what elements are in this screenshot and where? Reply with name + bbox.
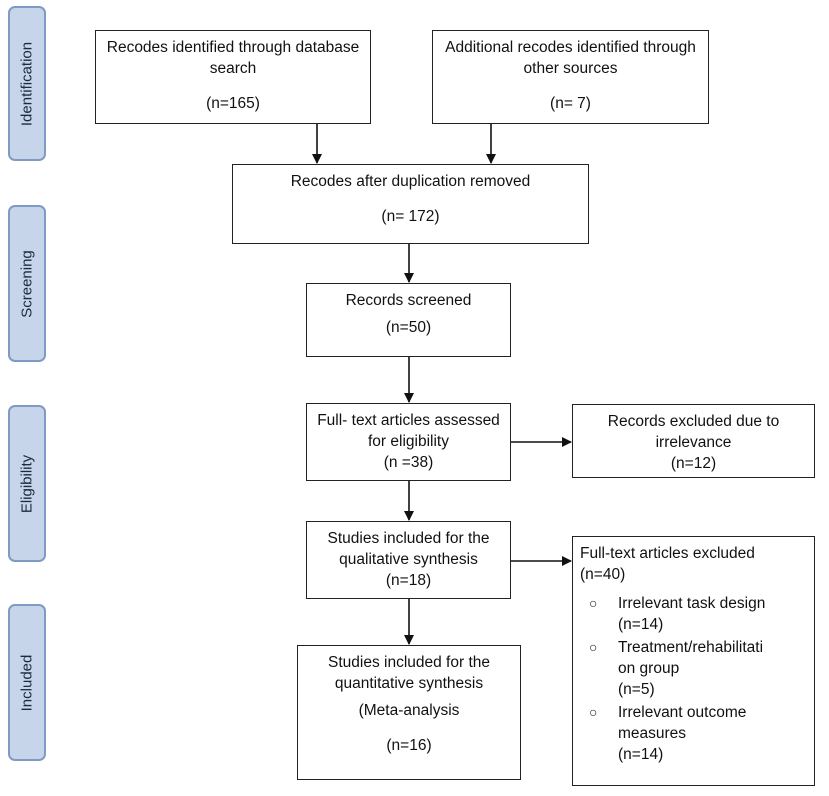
exclusion-reason-count: (n=14) bbox=[618, 616, 664, 633]
exclusion-reason: ○ Irrelevant task design (n=14) bbox=[589, 593, 766, 635]
box-fulltext-assessed-count: (n =38) bbox=[383, 454, 434, 471]
box-excluded-irrelevance: Records excluded due to irrelevance (n=1… bbox=[572, 404, 815, 478]
exclusion-reason: ○ Irrelevant outcome measures (n=14) bbox=[589, 702, 765, 765]
circle-bullet-icon: ○ bbox=[589, 639, 598, 655]
exclusion-reason-label-continued: measures bbox=[618, 725, 687, 742]
box-excluded-irrelevance-line1: Records excluded due to bbox=[607, 413, 780, 430]
box-after-duplicates: Recodes after duplication removed (n= 17… bbox=[232, 164, 589, 244]
exclusion-reason-count: (n=5) bbox=[618, 681, 655, 698]
box-quantitative-synthesis-line1: Studies included for the bbox=[328, 654, 490, 671]
box-other-sources-count: (n= 7) bbox=[550, 95, 591, 112]
box-fulltext-excluded-title: Full-text articles excluded bbox=[580, 545, 755, 562]
box-after-duplicates-count: (n= 172) bbox=[381, 208, 440, 225]
box-quantitative-synthesis-count: (n=16) bbox=[386, 737, 432, 754]
box-quantitative-synthesis: Studies included for the quantitative sy… bbox=[297, 645, 521, 780]
box-excluded-irrelevance-count: (n=12) bbox=[670, 455, 717, 472]
box-qualitative-synthesis-line1: Studies included for the bbox=[327, 530, 490, 547]
circle-bullet-icon: ○ bbox=[589, 595, 598, 611]
exclusion-reasons-list: ○ Irrelevant task design (n=14) ○ Treatm… bbox=[580, 593, 765, 765]
exclusion-reason-label: Treatment/rehabilitati bbox=[618, 639, 764, 656]
exclusion-reason-count: (n=14) bbox=[618, 746, 664, 763]
phase-included-label: Included bbox=[18, 654, 36, 711]
phase-eligibility-label: Eligibility bbox=[18, 454, 36, 513]
box-database-search-line1: Recodes identified through database bbox=[106, 39, 360, 56]
exclusion-reason-label-continued: on group bbox=[618, 660, 680, 677]
phase-identification: Identification bbox=[8, 6, 46, 161]
box-fulltext-assessed-line2: for eligibility bbox=[368, 433, 449, 450]
box-records-screened: Records screened (n=50) bbox=[306, 283, 511, 357]
box-records-screened-line1: Records screened bbox=[345, 292, 472, 309]
box-quantitative-synthesis-line3: (Meta-analysis bbox=[358, 702, 460, 719]
phase-screening-label: Screening bbox=[18, 249, 36, 318]
box-fulltext-excluded: Full-text articles excluded (n=40) ○ Irr… bbox=[572, 536, 815, 786]
box-qualitative-synthesis: Studies included for the qualitative syn… bbox=[306, 521, 511, 599]
box-fulltext-assessed-line1: Full- text articles assessed bbox=[317, 412, 500, 429]
box-other-sources-line1: Additional recodes identified through bbox=[445, 39, 696, 56]
box-fulltext-assessed: Full- text articles assessed for eligibi… bbox=[306, 403, 511, 481]
phase-identification-label: Identification bbox=[18, 41, 36, 126]
phase-eligibility: Eligibility bbox=[8, 405, 46, 562]
box-qualitative-synthesis-line2: qualitative synthesis bbox=[339, 551, 478, 568]
box-fulltext-excluded-count: (n=40) bbox=[580, 566, 626, 583]
phase-included: Included bbox=[8, 604, 46, 761]
box-other-sources-line2: other sources bbox=[523, 60, 618, 77]
box-after-duplicates-line1: Recodes after duplication removed bbox=[290, 173, 531, 190]
box-other-sources: Additional recodes identified through ot… bbox=[432, 30, 709, 124]
exclusion-reason-label: Irrelevant task design bbox=[618, 595, 766, 612]
box-database-search: Recodes identified through database sear… bbox=[95, 30, 371, 124]
exclusion-reason: ○ Treatment/rehabilitati on group (n=5) bbox=[589, 637, 765, 700]
exclusion-reason-label: Irrelevant outcome bbox=[618, 704, 747, 721]
box-records-screened-count: (n=50) bbox=[385, 319, 432, 336]
box-database-search-count: (n=165) bbox=[206, 95, 260, 112]
box-excluded-irrelevance-line2: irrelevance bbox=[655, 434, 732, 451]
phase-screening: Screening bbox=[8, 205, 46, 362]
circle-bullet-icon: ○ bbox=[589, 704, 598, 720]
box-qualitative-synthesis-count: (n=18) bbox=[385, 572, 432, 589]
box-quantitative-synthesis-line2: quantitative synthesis bbox=[334, 675, 484, 692]
box-database-search-line2: search bbox=[209, 60, 257, 77]
